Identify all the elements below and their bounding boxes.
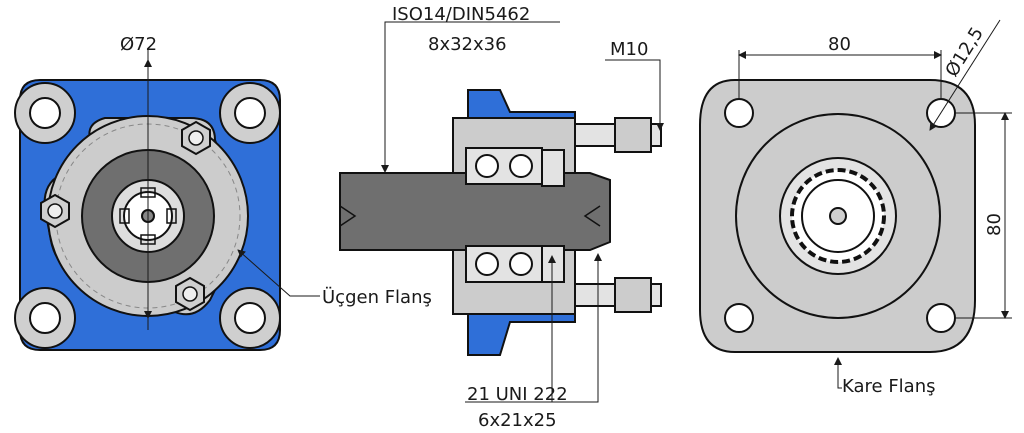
square-flange-label: Kare Flanş	[842, 376, 936, 397]
width-dimension-label: 80	[828, 34, 851, 55]
bolt-size-label: M10	[610, 39, 648, 60]
bearing-size-label: 6x21x25	[478, 410, 557, 431]
triangular-flange-label: Üçgen Flanş	[322, 286, 432, 308]
shaft	[339, 172, 611, 251]
hole-diameter-label: Ø12,5	[941, 24, 988, 81]
spline-size-label: 8x32x36	[428, 34, 507, 55]
blue-flange-bottom	[467, 311, 576, 356]
bearings	[465, 147, 565, 283]
bearing-standard-label: 21 UNI 222	[467, 384, 568, 405]
square-flange-view: 80 80 Ø12,5 Kare Flanş	[699, 19, 1012, 397]
height-dimension-label: 80	[984, 213, 1005, 236]
diameter-label: Ø72	[120, 34, 157, 55]
corner-holes	[14, 82, 281, 349]
section-view: ISO14/DIN5462 8x32x36 M10 21 UNI 222 6x2…	[339, 4, 664, 431]
spline-standard-label: ISO14/DIN5462	[392, 4, 530, 25]
hex-bolts	[40, 120, 211, 312]
triangular-flange-view: Ø72 Üçgen Flanş	[14, 34, 432, 351]
